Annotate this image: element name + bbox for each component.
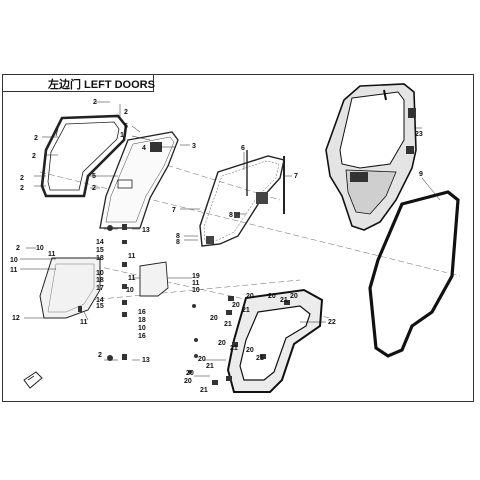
lower-door-panel — [39, 257, 101, 319]
callout-15: 15 — [96, 247, 104, 254]
fasteners — [78, 224, 290, 385]
callout-13: 13 — [142, 357, 150, 364]
callout-21: 21 — [230, 345, 238, 352]
leader-lines — [20, 101, 441, 377]
callout-2: 2 — [20, 175, 24, 182]
callout-labels: 2 2 2 1 5 4 3 2 2 2 5 2 6 7 7 8 8 8 23 9… — [10, 99, 423, 394]
callout-20: 20 — [198, 356, 206, 363]
callout-13: 13 — [142, 227, 150, 234]
callout-21: 21 — [280, 297, 288, 304]
callout-2: 2 — [34, 135, 38, 142]
callout-14: 14 — [96, 239, 104, 246]
door-weather-seal — [368, 190, 460, 358]
callout-10: 10 — [126, 287, 134, 294]
door-frame-seal — [40, 114, 128, 198]
callout-20: 20 — [184, 378, 192, 385]
callout-7: 7 — [294, 173, 298, 180]
callout-8: 8 — [229, 212, 233, 219]
callout-5: 5 — [124, 123, 128, 130]
callout-6: 6 — [241, 145, 245, 152]
callout-10: 10 — [192, 287, 200, 294]
callout-2: 2 — [93, 99, 97, 106]
callout-2: 2 — [16, 245, 20, 252]
callout-23: 23 — [415, 131, 423, 138]
callout-10: 10 — [138, 325, 146, 332]
callout-2: 2 — [98, 352, 102, 359]
callout-20: 20 — [246, 347, 254, 354]
callout-11: 11 — [128, 253, 136, 260]
callout-1: 1 — [120, 132, 124, 139]
callout-4: 4 — [142, 145, 146, 152]
callout-11: 11 — [192, 280, 200, 287]
callout-21: 21 — [224, 321, 232, 328]
callout-19: 19 — [192, 273, 200, 280]
callout-11: 11 — [128, 275, 136, 282]
callout-10: 10 — [10, 257, 18, 264]
hinge-bracket-frame — [199, 150, 285, 247]
page-title: 左边门 LEFT DOORS — [48, 79, 155, 91]
callout-11: 11 — [10, 267, 18, 274]
callout-18: 18 — [96, 277, 104, 284]
door-window-panel — [99, 131, 179, 229]
callout-8: 8 — [176, 239, 180, 246]
callout-2: 2 — [20, 185, 24, 192]
callout-17: 17 — [96, 285, 104, 292]
callout-20: 20 — [246, 293, 254, 300]
callout-2: 2 — [92, 185, 96, 192]
callout-20: 20 — [232, 302, 240, 309]
callout-21: 21 — [242, 307, 250, 314]
callout-10: 10 — [96, 270, 104, 277]
callout-11: 11 — [80, 319, 88, 326]
callout-20: 20 — [186, 370, 194, 377]
callout-9: 9 — [419, 171, 423, 178]
lower-door-frame — [226, 288, 324, 393]
callout-21: 21 — [256, 355, 264, 362]
callout-20: 20 — [268, 293, 276, 300]
callout-20: 20 — [290, 293, 298, 300]
callout-14: 14 — [96, 297, 104, 304]
callout-21: 21 — [206, 363, 214, 370]
callout-2: 2 — [32, 153, 36, 160]
title-tab — [2, 74, 154, 92]
callout-3: 3 — [192, 143, 196, 150]
callout-16: 16 — [138, 333, 146, 340]
callout-8: 8 — [176, 233, 180, 240]
lower-bracket-plate — [139, 261, 169, 297]
callout-11: 11 — [48, 251, 56, 258]
callout-20: 20 — [210, 315, 218, 322]
callout-5: 5 — [92, 173, 96, 180]
callout-16: 16 — [138, 309, 146, 316]
diagram-frame — [2, 74, 474, 402]
callout-15: 15 — [96, 303, 104, 310]
direction-symbol — [23, 371, 43, 389]
callout-18: 18 — [96, 255, 104, 262]
callout-18: 18 — [138, 317, 146, 324]
callout-7: 7 — [172, 207, 176, 214]
callout-20: 20 — [218, 340, 226, 347]
callout-12: 12 — [12, 315, 20, 322]
door-assembly — [325, 83, 417, 231]
callout-2: 2 — [124, 109, 128, 116]
callout-22: 22 — [328, 319, 336, 326]
callout-10: 10 — [36, 245, 44, 252]
callout-21: 21 — [200, 387, 208, 394]
